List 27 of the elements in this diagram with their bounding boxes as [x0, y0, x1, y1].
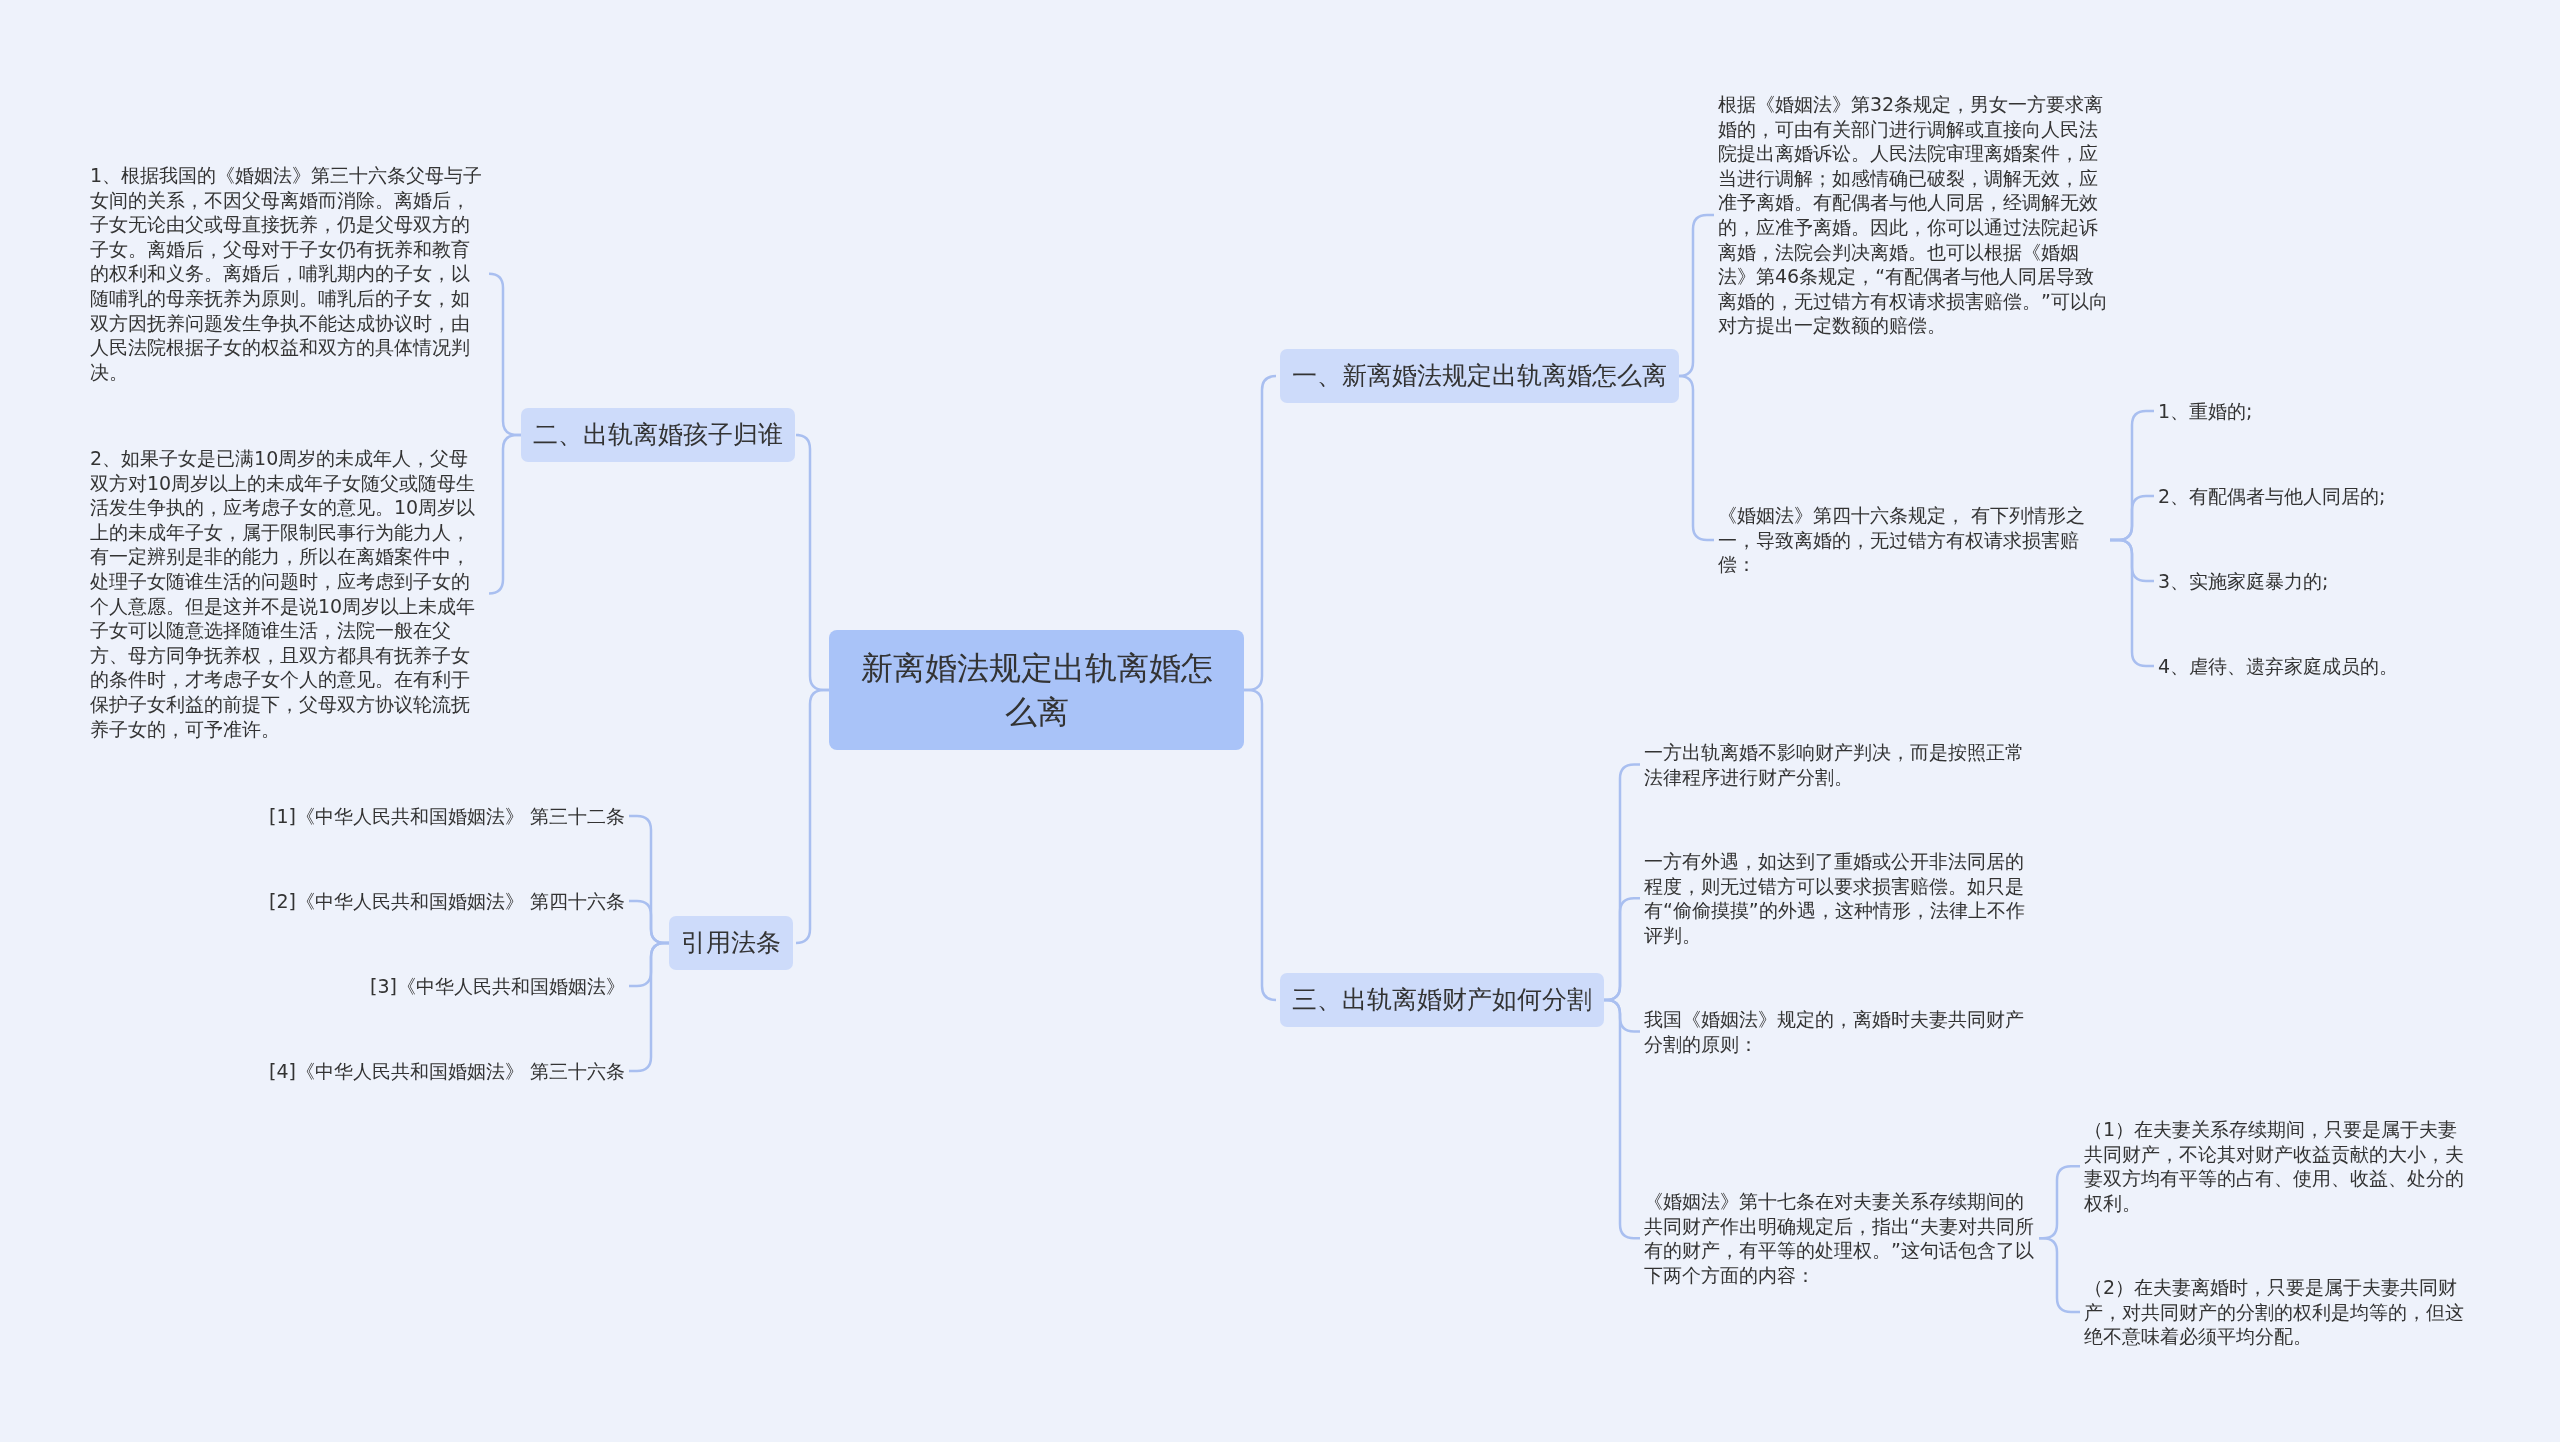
topic-box: 三、出轨离婚财产如何分割	[1280, 973, 1604, 1027]
connector-line	[1677, 374, 1714, 542]
list-item-text: [2]《中华人民共和国婚姻法》 第四十六条	[269, 888, 625, 914]
connector-line	[1244, 688, 1278, 1002]
note-text: 《婚姻法》第四十六条规定， 有下列情形之一，导致离婚的，无过错方有权请求损害赔偿：	[1718, 503, 2110, 577]
note-text: （2）在夫妻离婚时，只要是属于夫妻共同财产，对共同财产的分割的权利是均等的，但这绝不意味着必须平均分配。	[2084, 1275, 2476, 1349]
list-item-text: [1]《中华人民共和国婚姻法》 第三十二条	[269, 803, 625, 829]
note-text: 2、如果子女是已满10周岁的未成年人，父母双方对10周岁以上的未成年子女随父或随母生活发生争执的，应考虑子女的意见。10周岁以上的未成年子女，属于限制民事行为能力人，有一定辨别是非的能力，所以在离婚案件中，处理子女随谁生活的问题时，应考虑到子女的个人意愿。但是这并不是说10周岁以上未成年子女可以随意选择随谁生活，法院一般在父方、母方同争抚养权，且双方都具有抚养子女的条件时，才考虑子女个人的意见。在有利于保护子女利益的前提下，父母双方协议轮流抚养子女的，可予准许。	[90, 446, 485, 742]
topic-box: 二、出轨离婚孩子归谁	[521, 408, 795, 462]
list-item-text: [3]《中华人民共和国婚姻法》	[370, 973, 625, 999]
central-topic-box: 新离婚法规定出轨离婚怎么离	[829, 630, 1244, 750]
note-text: 一方有外遇，如达到了重婚或公开非法同居的程度，则无过错方可以要求损害赔偿。如只是有“偷偷摸摸”的外遇，这种情形，法律上不作评判。	[1644, 849, 2039, 948]
topic-box: 一、新离婚法规定出轨离婚怎么离	[1280, 349, 1679, 403]
list-item-text: 1、重婚的;	[2158, 398, 2253, 424]
connector-line	[794, 688, 829, 945]
note-text: 1、根据我国的《婚姻法》第三十六条父母与子女间的关系，不因父母离婚而消除。离婚后，子女无论由父或母直接抚养，仍是父母双方的子女。离婚后，父母对于子女仍有抚养和教育的权利和义务。离婚后，哺乳期内的子女，以随哺乳的母亲抚养为原则。哺乳后的子女，如双方因抚养问题发生争执不能达成协议时，由人民法院根据子女的权益和双方的具体情况判决。	[90, 163, 485, 385]
note-text: （1）在夫妻关系存续期间，只要是属于夫妻共同财产，不论其对财产收益贡献的大小，夫妻双方均有平等的占有、使用、收益、处分的权利。	[2084, 1117, 2476, 1216]
list-item-text: 4、虐待、遗弃家庭成员的。	[2158, 653, 2399, 679]
note-text: 根据《婚姻法》第32条规定，男女一方要求离婚的，可由有关部门进行调解或直接向人民法院提出离婚诉讼。人民法院审理离婚案件，应当进行调解；如感情确已破裂，调解无效，应准予离婚。有配偶者与他人同居，经调解无效的，应准予离婚。因此，你可以通过法院起诉离婚，法院会判决离婚。也可以根据《婚姻法》第46条规定，“有配偶者与他人同居导致离婚的，无过错方有权请求损害赔偿。”可以向对方提出一定数额的赔偿。	[1718, 92, 2110, 338]
list-item-text: 2、有配偶者与他人同居的;	[2158, 483, 2386, 509]
topic-box: 引用法条	[669, 916, 793, 970]
list-item-text: [4]《中华人民共和国婚姻法》 第三十六条	[269, 1058, 625, 1084]
list-item-text: 3、实施家庭暴力的;	[2158, 568, 2329, 594]
note-text: 一方出轨离婚不影响财产判决，而是按照正常法律程序进行财产分割。	[1644, 740, 2039, 790]
connector-line	[487, 433, 521, 595]
note-text: 《婚姻法》第十七条在对夫妻关系存续期间的共同财产作出明确规定后，指出“夫妻对共同所有的财产，有平等的处理权。”这句话包含了以下两个方面的内容：	[1644, 1189, 2039, 1288]
note-text: 我国《婚姻法》规定的，离婚时夫妻共同财产分割的原则：	[1644, 1007, 2039, 1057]
